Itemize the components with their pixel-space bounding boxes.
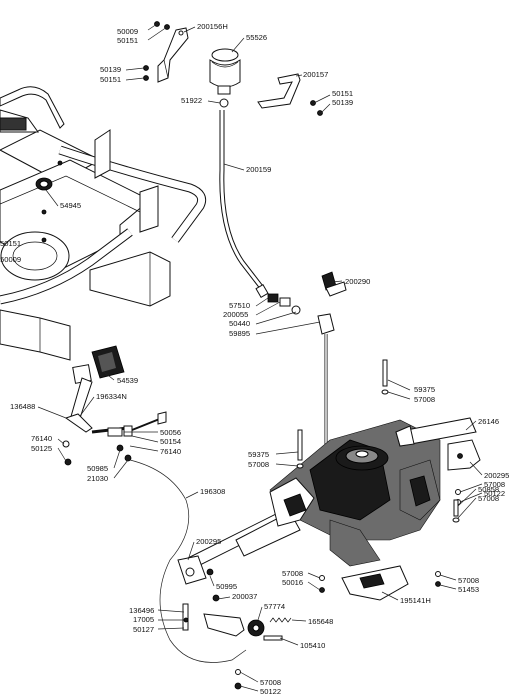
spring-165648 [269,617,292,623]
callout-26146: 26146 [478,417,499,426]
pedal-rod-196334n [64,411,167,437]
hardware-57008-51453 [435,571,441,587]
bolt-105410 [263,635,283,641]
bolt-59375-top [381,359,389,395]
callout-59375: 59375 [414,385,435,394]
reservoir-55526 [209,48,241,108]
callout-57008: 57008 [260,678,281,687]
callout-196334n: 196334N [96,392,127,401]
callout-200290: 200290 [345,277,370,286]
bolt-50858 [452,499,460,523]
callout-195141h: 195141H [400,596,431,605]
callout-76140: 76140 [160,447,181,456]
callout-50122: 50122 [484,489,505,498]
callout-57008: 57008 [478,494,499,503]
callout-57008: 57008 [248,460,269,469]
fitting-assembly [255,271,347,335]
callout-50151: 50151 [100,75,121,84]
callout-50122: 50122 [260,687,281,696]
bracket-200037 [203,594,245,637]
callout-105410: 105410 [300,641,325,650]
bolt-59375-mid [296,429,304,469]
leader-lines [37,23,483,692]
callout-50056: 50056 [160,428,181,437]
callout-57008: 57008 [414,395,435,404]
callout-196308: 196308 [200,487,225,496]
bolt-50009-top [154,21,170,30]
callout-200156h: 200156H [197,22,228,31]
callout-200037: 200037 [232,592,257,601]
bracket-200156h [157,27,189,83]
hardware-57008-50016 [319,575,325,593]
callout-57774: 57774 [264,602,285,611]
callout-50016: 50016 [282,578,303,587]
callout-76140: 76140 [31,434,52,443]
callout-50009: 50009 [0,255,21,264]
callout-51922: 51922 [181,96,202,105]
hardware-57008-50122-bottom [234,669,242,690]
callout-57008: 57008 [282,569,303,578]
callout-57008: 57008 [484,480,505,489]
callout-50154: 50154 [160,437,181,446]
callout-21030: 21030 [87,474,108,483]
callout-51453: 51453 [458,585,479,594]
transaxle-195141h [179,417,477,573]
tractor-frame [0,86,207,361]
callout-55526: 55526 [246,33,267,42]
callout-136488: 136488 [10,402,35,411]
callout-50139: 50139 [100,65,121,74]
hose-200159 [219,110,264,290]
callout-59375: 59375 [248,450,269,459]
callout-200159: 200159 [246,165,271,174]
callout-50151: 50151 [332,89,353,98]
callout-200055: 200055 [223,310,248,319]
callout-59895: 59895 [229,329,250,338]
callout-50009: 50009 [117,27,138,36]
callout-50139: 50139 [332,98,353,107]
hardware-50985-21030 [116,444,132,462]
nut-50151-right [310,100,323,116]
pulley-57774 [247,619,265,637]
bracket-200295-right [447,439,481,505]
bracket-200157 [257,73,301,109]
hardware-76140-50125 [62,440,72,466]
callout-54539: 54539 [117,376,138,385]
callout-200157: 200157 [303,70,328,79]
callout-labels: 50009 50151 200156H 55526 50139 50151 20… [0,22,509,696]
pedal-54539 [69,345,125,425]
callout-200295: 200295 [484,471,509,480]
bracket-195141h [341,565,409,601]
callout-165648: 165648 [308,617,333,626]
callout-50125: 50125 [31,444,52,453]
callout-50995: 50995 [216,582,237,591]
grommet-54945 [35,177,53,191]
callout-50151: 50151 [117,36,138,45]
callout-54945: 54945 [60,201,81,210]
callout-50858: 50858 [478,485,499,494]
callout-50127: 50127 [133,625,154,634]
callout-50985: 50985 [87,464,108,473]
callout-50151: 50151 [0,239,21,248]
callout-200295: 200295 [196,537,221,546]
callout-57008: 57008 [458,576,479,585]
cable-196308 [129,459,247,663]
callout-50440: 50440 [229,319,250,328]
bracket-200295-left [177,555,214,585]
callout-57510: 57510 [229,301,250,310]
nut-50139-left [143,65,149,81]
callout-136496: 136496 [129,606,154,615]
callout-17005: 17005 [133,615,154,624]
